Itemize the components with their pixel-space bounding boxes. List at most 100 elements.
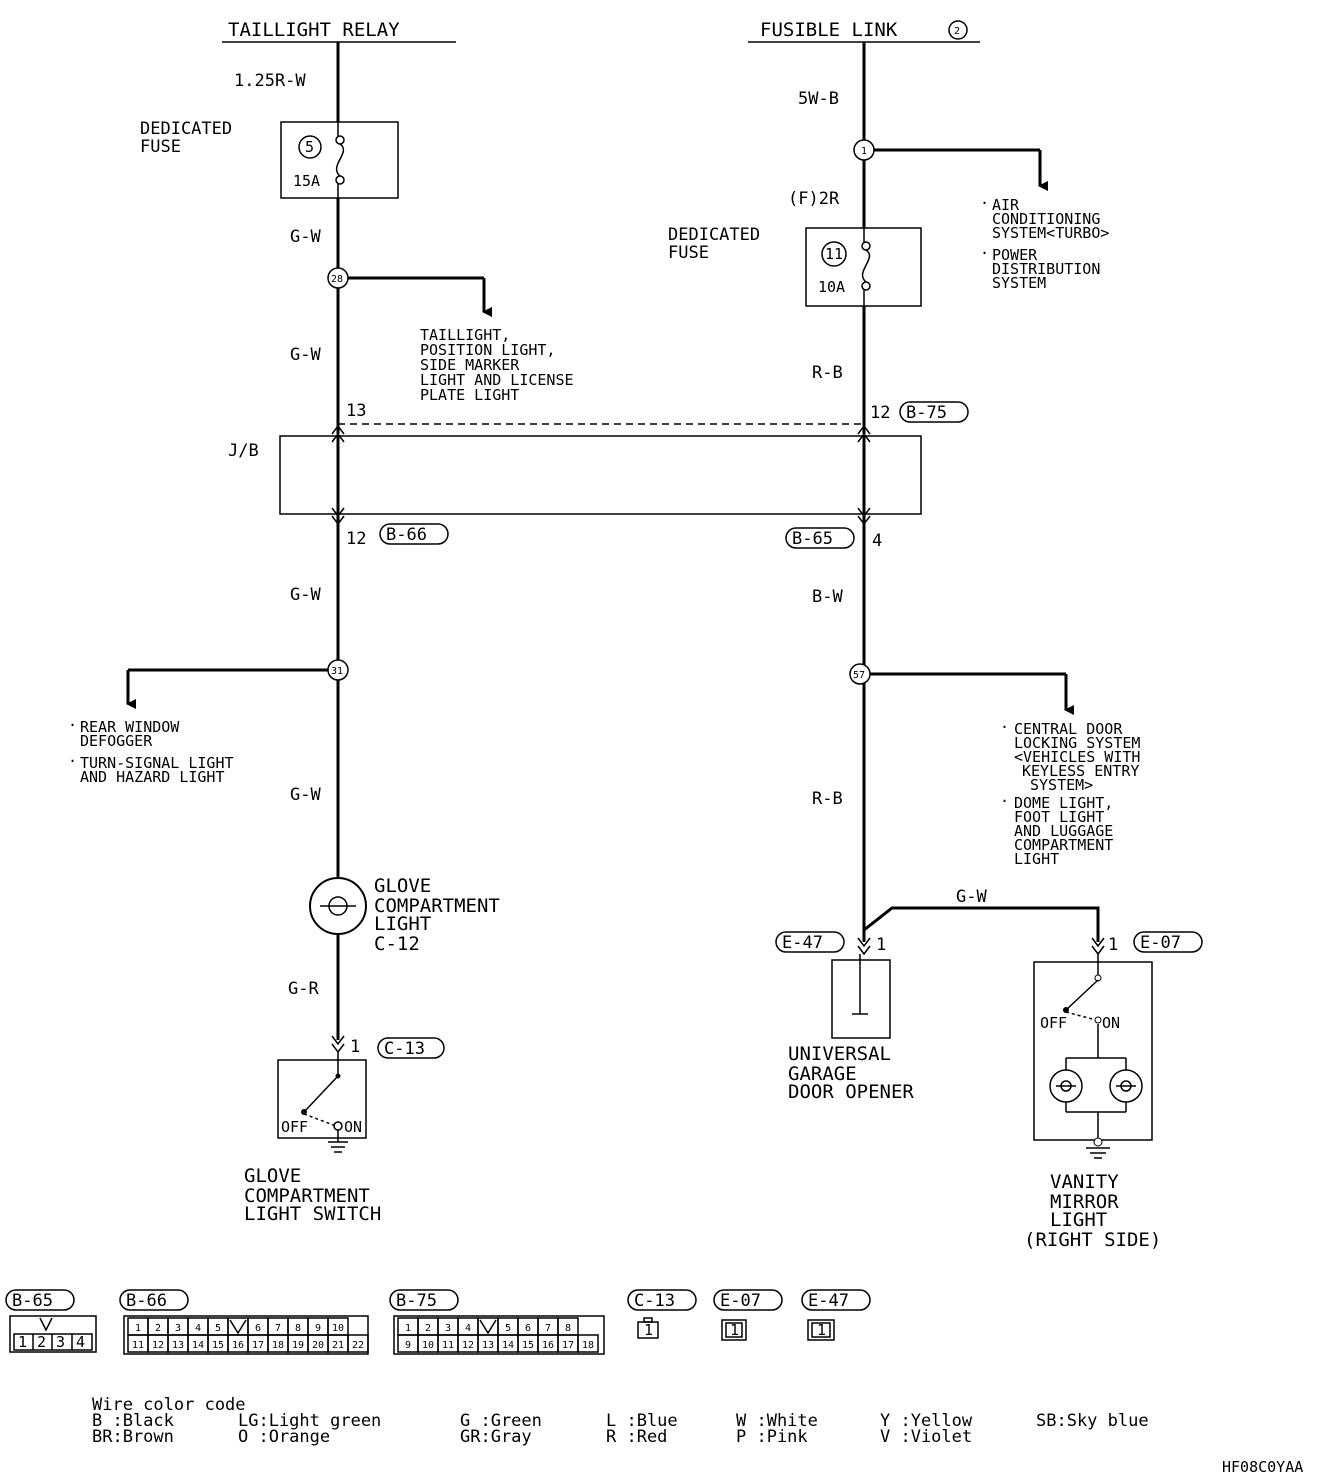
- pin-number: 6: [525, 1323, 531, 1334]
- pin-number: 16: [542, 1340, 554, 1351]
- svg-text:·: ·: [1000, 792, 1009, 810]
- svg-text:B-75: B-75: [396, 1291, 437, 1311]
- connector-e07: 1 E-07: [1091, 931, 1203, 956]
- wire-label-gr: G-R: [288, 979, 319, 999]
- pin-number: 7: [545, 1323, 551, 1334]
- pin-number: 3: [445, 1323, 451, 1334]
- fusible-link-source: FUSIBLE LINK 2: [748, 19, 980, 43]
- svg-text:·: ·: [68, 752, 77, 770]
- pin-number: 5: [505, 1323, 511, 1334]
- legend-connector-c13: C-13 1: [627, 1289, 697, 1339]
- svg-text:4: 4: [76, 1333, 85, 1351]
- svg-text:LOCKING SYSTEM: LOCKING SYSTEM: [1014, 734, 1140, 752]
- fuse-11-label-2: FUSE: [668, 243, 709, 263]
- wire-label-gw-4: G-W: [290, 785, 321, 805]
- svg-text:57: 57: [853, 670, 865, 681]
- svg-text:TURN-SIGNAL LIGHT: TURN-SIGNAL LIGHT: [80, 754, 234, 772]
- pin-number: 2: [425, 1323, 431, 1334]
- svg-text:LIGHT: LIGHT: [1014, 850, 1059, 868]
- svg-text:E-07: E-07: [1140, 933, 1181, 953]
- svg-text:1: 1: [730, 1321, 739, 1339]
- taillight-relay-source: TAILLIGHT RELAY: [222, 19, 456, 43]
- svg-text:POWER: POWER: [992, 246, 1038, 264]
- svg-text:CENTRAL DOOR: CENTRAL DOOR: [1014, 720, 1123, 738]
- branch-rear-window-defogger: · REAR WINDOW DEFOGGER: [68, 716, 180, 750]
- svg-text:SYSTEM: SYSTEM: [992, 274, 1046, 292]
- svg-text:1: 1: [876, 935, 886, 955]
- legend-connector-e47: E-47 1: [801, 1289, 871, 1341]
- vanity-off-label: OFF: [1040, 1014, 1067, 1032]
- figure-code: HF08C0YAA: [1222, 1458, 1303, 1476]
- wire-label-gw-5: G-W: [956, 887, 987, 907]
- svg-text:1: 1: [644, 1321, 653, 1339]
- pin-number: 18: [272, 1340, 284, 1351]
- pin-number: 4: [195, 1323, 201, 1334]
- vanity-mirror-light: OFF ON VANITY MIRROR LIGHT (RIGHT SIDE): [1024, 954, 1161, 1251]
- pin-number: 5: [215, 1323, 221, 1334]
- pin-number: 14: [502, 1340, 514, 1351]
- pin-number: 11: [442, 1340, 454, 1351]
- svg-text:VANITY: VANITY: [1050, 1171, 1119, 1193]
- dedicated-fuse-5: DEDICATED FUSE 5 15A: [140, 119, 399, 199]
- jb-pin-4: 4: [872, 531, 882, 551]
- pin-number: 2: [155, 1323, 161, 1334]
- svg-text:REAR WINDOW: REAR WINDOW: [80, 718, 180, 736]
- jb-label: J/B: [228, 441, 259, 461]
- svg-text:SYSTEM>: SYSTEM>: [1030, 776, 1093, 794]
- pin-number: 22: [352, 1340, 364, 1351]
- svg-text:AND LUGGAGE: AND LUGGAGE: [1014, 822, 1113, 840]
- svg-text:COMPARTMENT: COMPARTMENT: [1014, 836, 1113, 854]
- svg-text:LIGHT: LIGHT: [1050, 1209, 1107, 1231]
- svg-text:UNIVERSAL: UNIVERSAL: [788, 1043, 891, 1065]
- pin-number: 12: [462, 1340, 474, 1351]
- wire-label-bw: B-W: [812, 587, 843, 607]
- pin-number: 16: [232, 1340, 244, 1351]
- wire-label-rb-2: R-B: [812, 789, 843, 809]
- connector-e47: E-47 1: [775, 931, 886, 956]
- svg-text:B-66: B-66: [126, 1291, 167, 1311]
- wire-color-code: Wire color code B :Black LG:Light green …: [92, 1395, 1149, 1447]
- glove-compartment-light-switch: OFF ON GLOVE COMPARTMENT LIGHT SWITCH: [244, 1052, 381, 1225]
- svg-text:B :Black: B :Black: [92, 1411, 174, 1431]
- legend-connector-e07: E-07 1: [713, 1289, 783, 1341]
- svg-text:3: 3: [56, 1333, 65, 1351]
- pin-number: 12: [152, 1340, 164, 1351]
- svg-text:BR:Brown: BR:Brown: [92, 1427, 174, 1447]
- svg-text:COMPARTMENT: COMPARTMENT: [374, 895, 500, 917]
- connector-c13: 1 C-13: [331, 1035, 445, 1059]
- svg-text:2: 2: [37, 1333, 46, 1351]
- fuse-11-rating: 10A: [818, 278, 845, 296]
- svg-text:·: ·: [980, 244, 989, 262]
- svg-text:LIGHT SWITCH: LIGHT SWITCH: [244, 1203, 381, 1225]
- jb-pin-12-bottom: 12: [346, 529, 366, 549]
- junction-28: 28: [327, 267, 349, 289]
- pin-number: 9: [315, 1323, 321, 1334]
- pin-number: 19: [292, 1340, 304, 1351]
- color-code-title: Wire color code: [92, 1395, 246, 1415]
- pin-number: 8: [565, 1323, 571, 1334]
- branch-power-distribution: · POWER DISTRIBUTION SYSTEM: [980, 244, 1100, 292]
- svg-text:1: 1: [18, 1333, 27, 1351]
- svg-text:GR:Gray: GR:Gray: [460, 1427, 532, 1447]
- wire-label-gw-3: G-W: [290, 585, 321, 605]
- svg-text:·: ·: [68, 716, 77, 734]
- conn-b66-tag: B-66: [386, 525, 427, 545]
- pin-number: 4: [465, 1323, 471, 1334]
- svg-text:·: ·: [980, 194, 989, 212]
- svg-text:C-12: C-12: [374, 933, 420, 955]
- svg-text:AIR: AIR: [992, 196, 1020, 214]
- wire-label-gw-1: G-W: [290, 227, 321, 247]
- svg-text:GLOVE: GLOVE: [374, 875, 431, 897]
- svg-text:V :Violet: V :Violet: [880, 1427, 972, 1447]
- fuse-11-label-1: DEDICATED: [668, 225, 760, 245]
- svg-text:COMPARTMENT: COMPARTMENT: [244, 1185, 370, 1207]
- svg-text:1: 1: [1108, 935, 1118, 955]
- wire-label-f2r: (F)2R: [788, 189, 840, 209]
- svg-text:31: 31: [331, 666, 343, 677]
- svg-text:DOME LIGHT,: DOME LIGHT,: [1014, 794, 1113, 812]
- switch-on-label: ON: [344, 1118, 362, 1136]
- branch-air-conditioning: · AIR CONDITIONING SYSTEM<TURBO>: [980, 194, 1109, 242]
- pin-number: 1: [135, 1323, 141, 1334]
